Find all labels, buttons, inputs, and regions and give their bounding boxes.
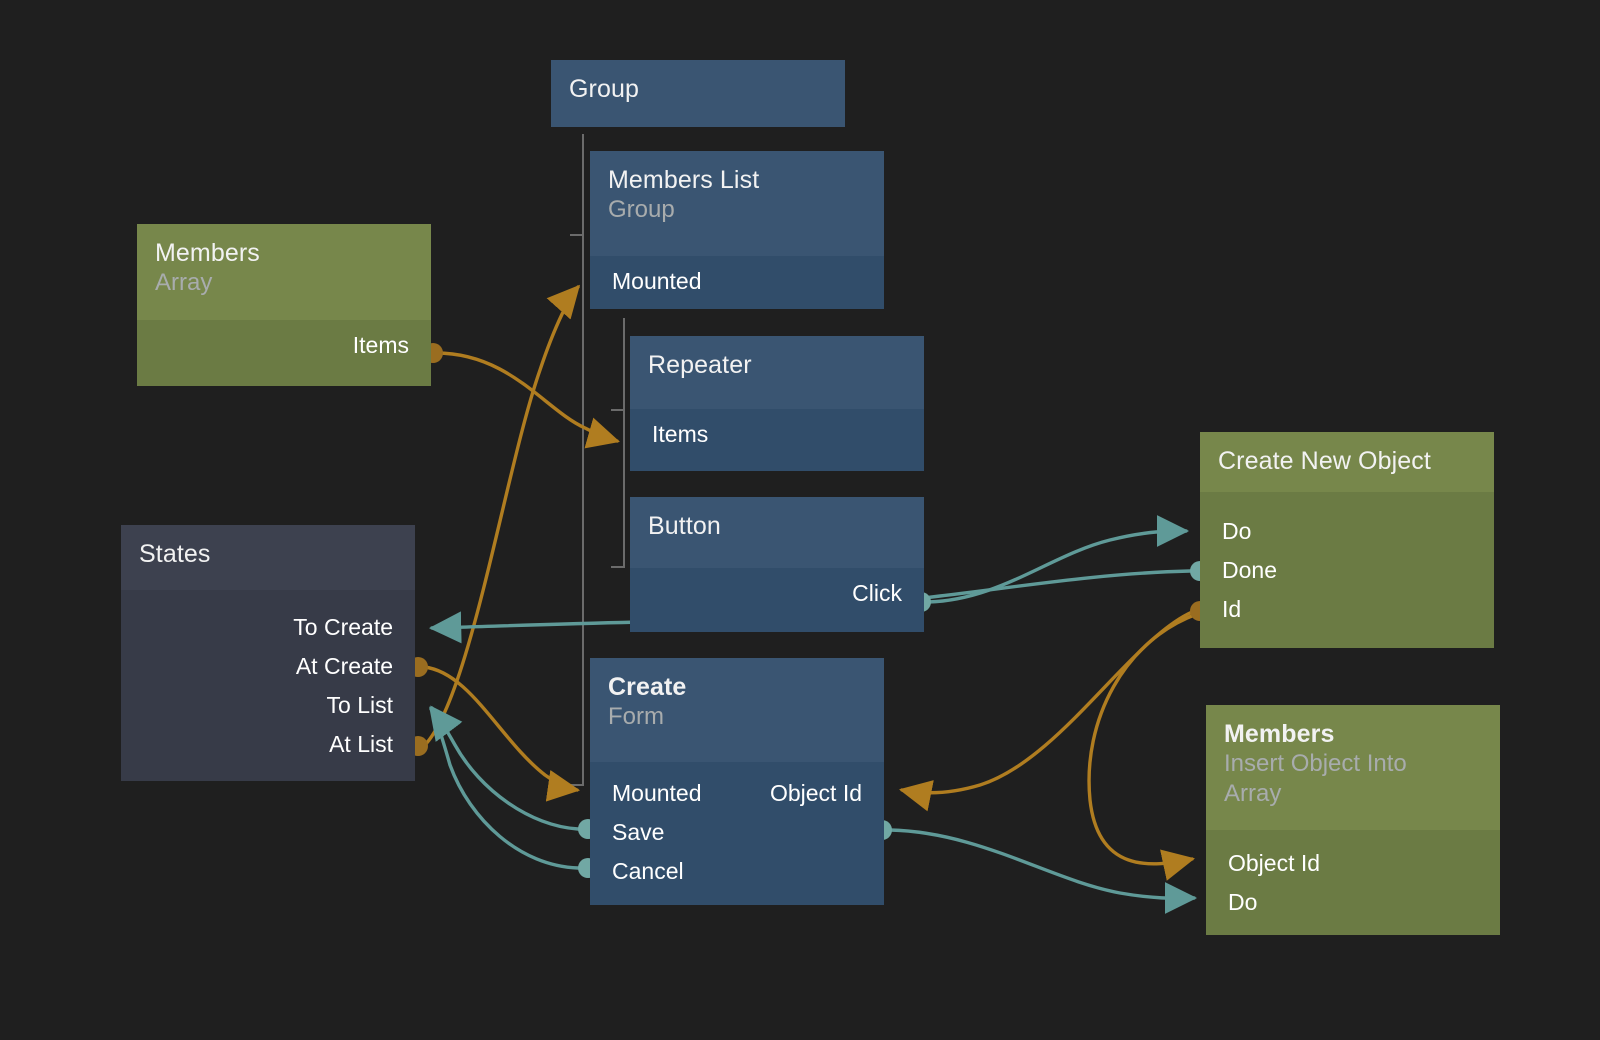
port-members-list-mounted[interactable]: Mounted [612,268,702,294]
node-members-insert[interactable]: Members Insert Object Into Array Object … [1206,705,1500,935]
node-members-array-header: Members Array [137,224,431,320]
node-members-insert-subtitle: Insert Object Into Array [1224,750,1407,807]
node-states-title: States [139,540,211,568]
node-members-array-subtitle: Array [155,269,213,296]
node-button-body: Click [630,568,924,632]
node-group-title: Group [569,75,639,103]
node-members-insert-body: Object Id Do [1206,830,1500,935]
port-members-array-items[interactable]: Items [352,332,409,358]
edge-states-atlist-to-memberslist-mounted [422,284,581,748]
node-create-new-object-body: Do Done Id [1200,492,1494,648]
port-create-new-object-id[interactable]: Id [1222,596,1242,622]
node-members-array[interactable]: Members Array Items [137,224,431,386]
node-create-form-body: Mounted Object Id Save Cancel [590,762,884,905]
node-button-header: Button [630,497,924,568]
node-create-form[interactable]: Create Form Mounted Object Id Save Cance… [590,658,884,905]
port-create-form-mounted-label: Mounted [612,780,702,806]
port-states-at-create[interactable]: At Create [295,653,393,679]
node-members-list[interactable]: Members List Group Mounted [590,151,884,309]
edge-create-out-to-membersinsert-do [888,828,1198,914]
node-button-title: Button [648,512,721,540]
port-members-insert-do[interactable]: Do [1228,889,1258,915]
node-group[interactable]: Group [551,60,845,127]
node-repeater-header: Repeater [630,336,924,409]
edge-createnewobject-done-to-create-objectid [918,569,1192,601]
edge-createnewobject-id-to-membersinsert-objectid [1087,612,1199,881]
tree-rail-tick-members-list [570,234,583,236]
node-members-insert-header: Members Insert Object Into Array [1206,705,1500,830]
edge-members-items-to-repeater-items [434,351,620,449]
tree-rail-tick-create [570,784,583,786]
port-states-to-list[interactable]: To List [326,692,393,718]
node-members-array-title: Members [155,239,260,267]
port-members-insert-object-id[interactable]: Object Id [1228,850,1321,876]
port-create-form-row-mounted[interactable]: Mounted Object Id [590,774,884,813]
node-create-new-object-header: Create New Object [1200,432,1494,492]
node-repeater[interactable]: Repeater Items [630,336,924,471]
port-create-new-object-done[interactable]: Done [1222,557,1277,583]
node-create-new-object-title: Create New Object [1218,447,1431,475]
node-repeater-body: Items [630,409,924,471]
tree-rail-group [582,134,584,786]
port-states-to-create[interactable]: To Create [293,614,393,640]
port-repeater-items[interactable]: Items [652,421,709,447]
node-create-new-object[interactable]: Create New Object Do Done Id [1200,432,1494,648]
node-members-insert-title: Members [1224,720,1335,748]
node-repeater-title: Repeater [648,351,752,379]
node-states[interactable]: States To Create At Create To List At Li… [121,525,415,781]
port-create-form-objectid-label: Object Id [769,780,862,806]
node-group-header: Group [551,60,845,127]
port-button-click[interactable]: Click [852,580,902,606]
port-create-form-cancel[interactable]: Cancel [612,858,684,884]
node-create-form-title: Create [608,673,687,701]
node-create-form-header: Create Form [590,658,884,762]
edge-states-atcreate-to-create-mounted [422,665,581,802]
node-members-list-subtitle: Group [608,196,675,223]
node-button[interactable]: Button Click [630,497,924,632]
edge-button-click-to-createnewobject-do [926,515,1190,604]
tree-rail-members-list [623,318,625,568]
node-create-form-subtitle: Form [608,703,664,730]
tree-rail-tick-repeater [611,409,624,411]
node-members-list-header: Members List Group [590,151,884,256]
port-states-at-list[interactable]: At List [329,731,393,757]
edge-createnewobject-id-to-create-objectid [898,610,1194,812]
node-members-list-title: Members List [608,166,760,194]
node-states-body: To Create At Create To List At List [121,590,415,781]
tree-rail-tick-button [611,566,624,568]
edge-create-cancel-to-states-tolist [429,706,580,870]
edge-create-save-to-states-tolist [430,705,580,831]
node-states-header: States [121,525,415,590]
port-create-form-save[interactable]: Save [612,819,665,845]
port-create-new-object-do[interactable]: Do [1222,518,1252,544]
node-members-array-body: Items [137,320,431,386]
node-members-list-body: Mounted [590,256,884,309]
